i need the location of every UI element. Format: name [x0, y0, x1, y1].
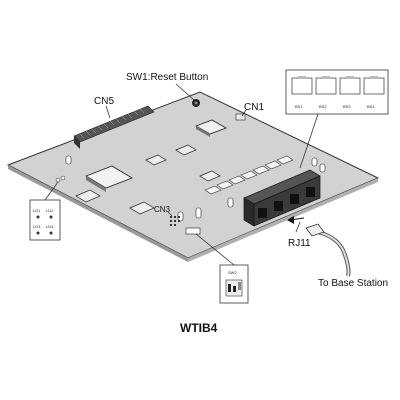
port-label-bs4: BS4 [367, 104, 375, 109]
to-base-station-label: To Base Station [318, 278, 388, 289]
sw2-callout-leader [195, 233, 235, 266]
capacitors [65, 155, 326, 222]
ic-chip-large [85, 165, 133, 192]
led-label-ld1: LD1 [33, 208, 41, 213]
rj11-jack-block [243, 169, 321, 227]
led-cluster [55, 175, 66, 183]
ic-chip-left [75, 189, 101, 203]
cn3-label: CN3 [154, 205, 171, 214]
cn5-connector [73, 105, 155, 149]
cn1-connector [235, 113, 246, 121]
rj11-leader [295, 221, 301, 233]
rj11-label: RJ11 [288, 238, 311, 249]
cn5-label: CN5 [94, 96, 114, 107]
port-label-bs1: BS1 [295, 104, 303, 109]
cn3-header [170, 216, 180, 226]
port-label-bs3: BS3 [343, 104, 351, 109]
insert-arrow [287, 216, 305, 224]
reset-leader [175, 83, 195, 101]
led-label-ld2: LD2 [46, 208, 54, 213]
sw1-reset-button [192, 99, 200, 107]
relay-row [204, 155, 294, 195]
diagram-title: WTIB4 [180, 321, 218, 335]
sw2-dip-switch [185, 227, 201, 235]
reset-button-label: SW1:Reset Button [126, 72, 208, 83]
ic-chip-top [195, 119, 227, 137]
cn1-leader [241, 109, 247, 117]
led-label-ld3: LD3 [33, 224, 41, 229]
board-edge-right [188, 178, 378, 262]
ic-chip-mid [129, 144, 221, 215]
port-callout: BS1 BS2 BS3 BS4 [285, 69, 389, 115]
sw2-label: SW2 [228, 270, 237, 275]
port-callout-leader [299, 113, 319, 169]
port-label-bs2: BS2 [319, 104, 327, 109]
cn1-label: CN1 [244, 102, 264, 113]
led-label-ld4: LD4 [46, 224, 54, 229]
led-callout: LD1 LD2 LD3 LD4 [29, 199, 61, 241]
cn3-leader [167, 211, 173, 217]
sw2-callout: SW2 [219, 264, 249, 304]
led-callout-leader [44, 181, 59, 201]
rj11-plug-cable [305, 223, 351, 277]
cn5-leader [105, 105, 111, 119]
